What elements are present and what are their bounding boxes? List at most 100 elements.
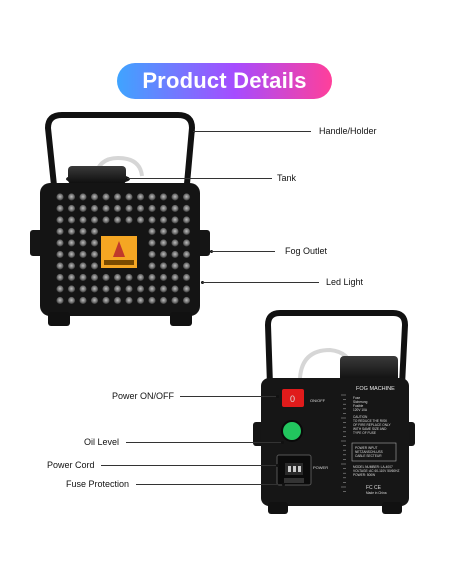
led-hole: [79, 239, 87, 247]
led-hole: [102, 204, 110, 213]
led-hole: [67, 250, 76, 259]
oil-level-window: [281, 420, 303, 442]
svg-text:WITH SAME SIZE AND: WITH SAME SIZE AND: [353, 427, 387, 431]
fuse-holder[interactable]: [284, 478, 304, 483]
led-hole: [136, 193, 145, 201]
led-hole: [102, 273, 110, 282]
foot-left: [48, 312, 70, 326]
svg-text:CAUTION: CAUTION: [353, 415, 368, 419]
led-hole: [148, 285, 156, 293]
led-hole: [182, 250, 191, 259]
led-hole: [113, 204, 122, 213]
led-hole: [79, 296, 87, 305]
callout-dot-power: [276, 395, 279, 398]
led-hole: [125, 285, 133, 293]
led-hole: [56, 250, 64, 259]
led-hole: [159, 216, 168, 224]
led-hole: [113, 273, 122, 282]
page-title: Product Details: [142, 68, 307, 93]
led-hole: [136, 216, 145, 224]
led-hole: [182, 239, 191, 247]
callout-dot-fuse: [282, 483, 285, 486]
svg-text:Fuse: Fuse: [353, 396, 360, 400]
back-fog-machine: 0 ON/OFF POWER FOG MACHINE Fuse Sicherun…: [253, 310, 415, 514]
led-hole: [90, 204, 99, 213]
led-hole: [182, 273, 191, 282]
label-tank: Tank: [277, 173, 297, 183]
led-hole: [90, 193, 99, 201]
led-hole: [125, 193, 133, 201]
led-hole: [56, 239, 64, 247]
led-hole: [125, 204, 133, 213]
led-hole: [67, 262, 76, 270]
led-hole: [159, 193, 168, 201]
svg-text:Fusible: Fusible: [353, 404, 364, 408]
led-hole: [102, 285, 110, 293]
svg-text:VOLTAGE: AC 60-110V 50/60HZ: VOLTAGE: AC 60-110V 50/60HZ: [353, 469, 399, 473]
led-hole: [159, 204, 168, 213]
callout-line-oil: [126, 442, 281, 443]
led-hole: [102, 296, 110, 305]
callout-line-handle: [193, 131, 311, 132]
fuse-info: Fuse Sicherung Fusible 120V 10A: [353, 396, 368, 412]
led-hole: [182, 216, 191, 224]
led-hole: [182, 227, 191, 236]
led-hole: [79, 204, 87, 213]
led-hole: [159, 285, 168, 293]
led-hole: [148, 227, 156, 236]
led-hole: [113, 216, 122, 224]
led-hole: [171, 239, 179, 247]
led-hole: [56, 262, 64, 270]
led-hole: [159, 262, 168, 270]
led-hole: [90, 250, 99, 259]
led-hole: [148, 216, 156, 224]
svg-text:NETZANSCHLUSS: NETZANSCHLUSS: [355, 450, 383, 454]
led-hole: [136, 285, 145, 293]
led-hole: [79, 193, 87, 201]
led-hole: [67, 285, 76, 293]
led-hole: [148, 193, 156, 201]
led-hole: [67, 204, 76, 213]
led-hole: [90, 296, 99, 305]
led-hole: [67, 227, 76, 236]
foot-right: [170, 312, 192, 326]
led-hole: [148, 239, 156, 247]
led-hole: [79, 250, 87, 259]
handle: [45, 112, 195, 196]
led-hole: [90, 216, 99, 224]
caution-info: CAUTION TO REDUCE THE RISK OF FIRE REPLA…: [353, 415, 392, 435]
svg-text:CABLE SECTEUR: CABLE SECTEUR: [355, 454, 382, 458]
led-hole: [159, 227, 168, 236]
led-hole: [67, 296, 76, 305]
power-label: POWER: [313, 465, 328, 470]
led-hole: [67, 193, 76, 201]
label-power-on-off: Power ON/OFF: [112, 391, 175, 401]
led-hole: [159, 273, 168, 282]
led-hole: [56, 204, 64, 213]
led-hole: [171, 227, 179, 236]
led-hole: [171, 262, 179, 270]
led-hole: [125, 296, 133, 305]
led-hole: [113, 296, 122, 305]
led-hole: [136, 204, 145, 213]
led-hole: [79, 285, 87, 293]
led-hole: [171, 296, 179, 305]
led-hole: [171, 204, 179, 213]
led-hole: [79, 273, 87, 282]
led-hole: [182, 193, 191, 201]
led-hole: [182, 204, 191, 213]
callout-line-fog-outlet: [211, 251, 275, 252]
svg-text:OF FIRE REPLACE ONLY: OF FIRE REPLACE ONLY: [353, 423, 392, 427]
led-hole: [136, 273, 145, 282]
power-switch[interactable]: [282, 389, 304, 407]
led-hole: [182, 296, 191, 305]
svg-text:TO REDUCE THE RISK: TO REDUCE THE RISK: [353, 419, 388, 423]
led-hole: [102, 216, 110, 224]
led-hole: [182, 262, 191, 270]
led-hole: [67, 273, 76, 282]
power-input-info: POWER INPUT NETZANSCHLUSS CABLE SECTEUR: [355, 446, 383, 458]
led-hole: [90, 239, 99, 247]
led-hole: [90, 262, 99, 270]
led-hole: [148, 273, 156, 282]
